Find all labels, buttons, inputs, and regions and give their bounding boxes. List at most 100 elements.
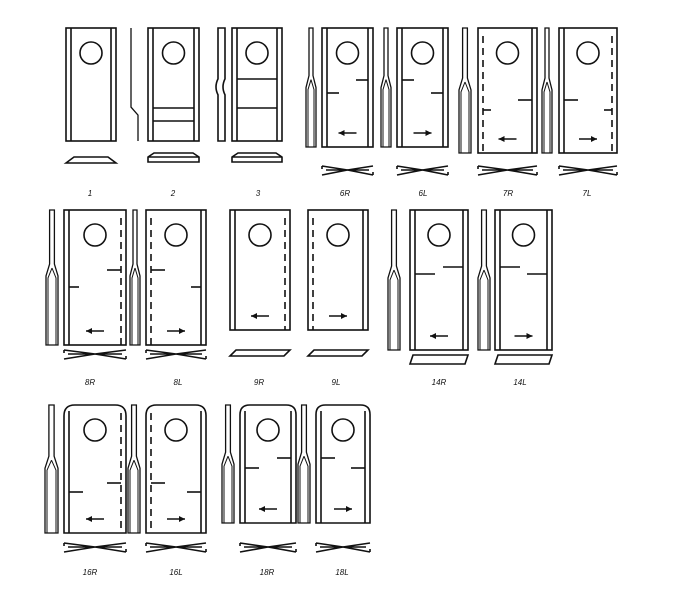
blade-outline (477, 27, 538, 154)
rotation-arrow-head (338, 130, 345, 136)
side-view-inner (543, 81, 551, 153)
label-1: 1 (88, 189, 92, 198)
end-view (239, 542, 297, 553)
rotation-arrow-head (86, 328, 92, 334)
end-view (396, 165, 449, 176)
side-view-inner (460, 81, 470, 153)
mounting-hole (79, 41, 103, 65)
blade-outline (229, 209, 291, 331)
mounting-hole (335, 41, 360, 65)
rotation-arrow-head (251, 313, 257, 319)
blade-outline (63, 209, 127, 346)
side-view-inner (47, 267, 57, 345)
rotation-arrow-head (425, 130, 432, 136)
label-7r: 7R (503, 189, 513, 198)
blade-18L (297, 404, 371, 553)
blade-16R (44, 404, 127, 553)
rotation-arrow-head (86, 516, 92, 522)
end-view (147, 152, 200, 163)
side-view (129, 209, 141, 346)
end-view (477, 165, 538, 176)
blade-6L (380, 27, 449, 176)
side-view (215, 27, 226, 142)
blade-16L (127, 404, 207, 553)
end-view (63, 542, 127, 553)
blade-1 (63, 27, 119, 164)
mounting-hole (83, 418, 107, 442)
rotation-arrow-head (526, 333, 533, 339)
rotation-arrow-head (346, 506, 352, 512)
blade-2 (130, 27, 200, 163)
label-2: 2 (170, 189, 176, 198)
rotation-arrow-head (341, 313, 347, 319)
blade-outline (239, 404, 297, 524)
blade-7L (541, 27, 618, 176)
side-view-inner (131, 267, 139, 345)
end-view (63, 349, 127, 360)
end-view (306, 349, 370, 357)
side-view-inner (382, 79, 390, 147)
blade-9R (228, 209, 292, 357)
side-view (221, 404, 235, 524)
side-view-inner (479, 269, 489, 350)
side-view-inner (389, 269, 399, 350)
side-view (127, 404, 141, 534)
mounting-hole (495, 41, 520, 65)
side-view (45, 209, 59, 346)
end-view (145, 349, 207, 360)
side-view-inner (307, 79, 315, 147)
label-14l: 14L (513, 378, 526, 387)
label-3: 3 (256, 189, 261, 198)
side-view-inner (46, 459, 57, 533)
mounting-hole (331, 418, 355, 442)
mounting-hole (248, 223, 272, 247)
side-view (380, 27, 392, 148)
mounting-hole (161, 41, 186, 65)
blade-7R (458, 27, 538, 176)
side-view (477, 209, 491, 351)
label-16r: 16R (83, 568, 98, 577)
blade-9L (306, 209, 370, 357)
side-view-inner (129, 460, 139, 533)
rotation-arrow-head (179, 516, 185, 522)
blade-outline (307, 209, 369, 331)
mounting-hole (256, 418, 280, 442)
rotation-arrow-head (179, 328, 185, 334)
label-9r: 9R (254, 378, 264, 387)
blade-outline (315, 404, 371, 524)
label-8l: 8L (174, 378, 183, 387)
mounting-hole (410, 41, 435, 65)
end-view (321, 165, 374, 176)
label-16l: 16L (169, 568, 182, 577)
side-view (297, 404, 311, 524)
side-view (541, 27, 553, 154)
blade-outline (321, 27, 374, 148)
label-7l: 7L (583, 189, 592, 198)
label-9l: 9L (332, 378, 341, 387)
label-6r: 6R (340, 189, 350, 198)
rotation-arrow-head (259, 506, 265, 512)
side-view (387, 209, 401, 351)
label-14r: 14R (432, 378, 447, 387)
blade-drawings (44, 27, 618, 553)
end-view (558, 165, 618, 176)
blade-outline (63, 404, 127, 534)
blade-18R (221, 404, 297, 553)
side-view (458, 27, 472, 154)
side-view (130, 28, 139, 141)
blade-outline (396, 27, 449, 148)
blade-14R (387, 209, 470, 365)
rotation-arrow-head (498, 136, 505, 142)
blade-8R (45, 209, 127, 360)
end-view (63, 156, 119, 164)
label-18l: 18L (335, 568, 348, 577)
end-view (231, 152, 283, 163)
mounting-hole (326, 223, 350, 247)
side-view-inner (299, 456, 309, 523)
blade-14L (477, 209, 554, 365)
mounting-hole (164, 418, 188, 442)
mounting-hole (576, 41, 600, 65)
label-18r: 18R (260, 568, 275, 577)
mounting-hole (511, 223, 536, 247)
